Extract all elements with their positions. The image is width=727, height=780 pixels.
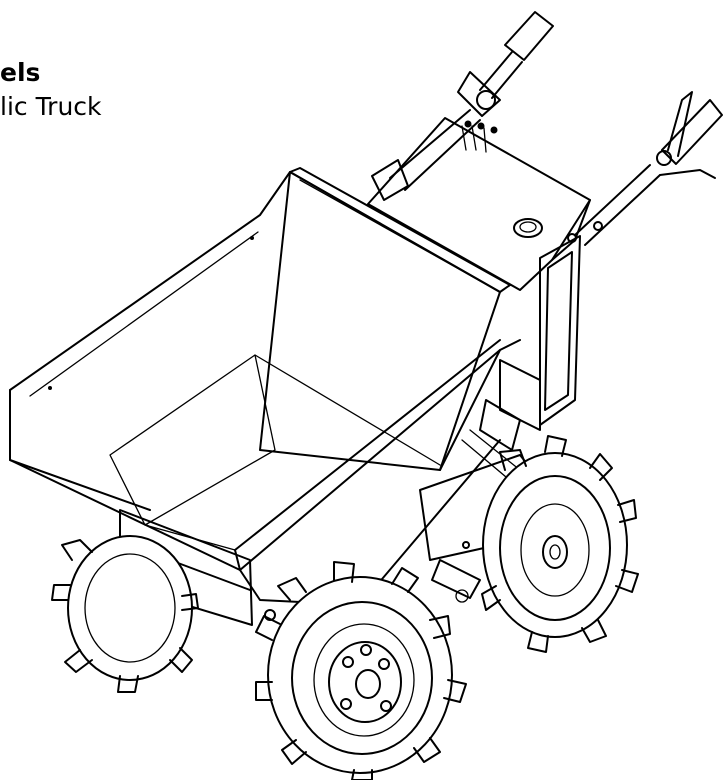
rear-left-wheel: [51, 535, 199, 693]
heading-line-1: els: [0, 58, 41, 87]
dump-bucket: [9, 167, 521, 606]
front-wheel: [255, 561, 467, 780]
control-panel: [367, 117, 591, 291]
rear-right-wheel: [481, 435, 639, 653]
right-handle: [567, 91, 723, 246]
heading-line-2: lic Truck: [0, 92, 102, 121]
engine-frame: [461, 235, 581, 483]
heading-text: els lic Truck: [0, 56, 102, 124]
left-handle: [371, 11, 554, 201]
